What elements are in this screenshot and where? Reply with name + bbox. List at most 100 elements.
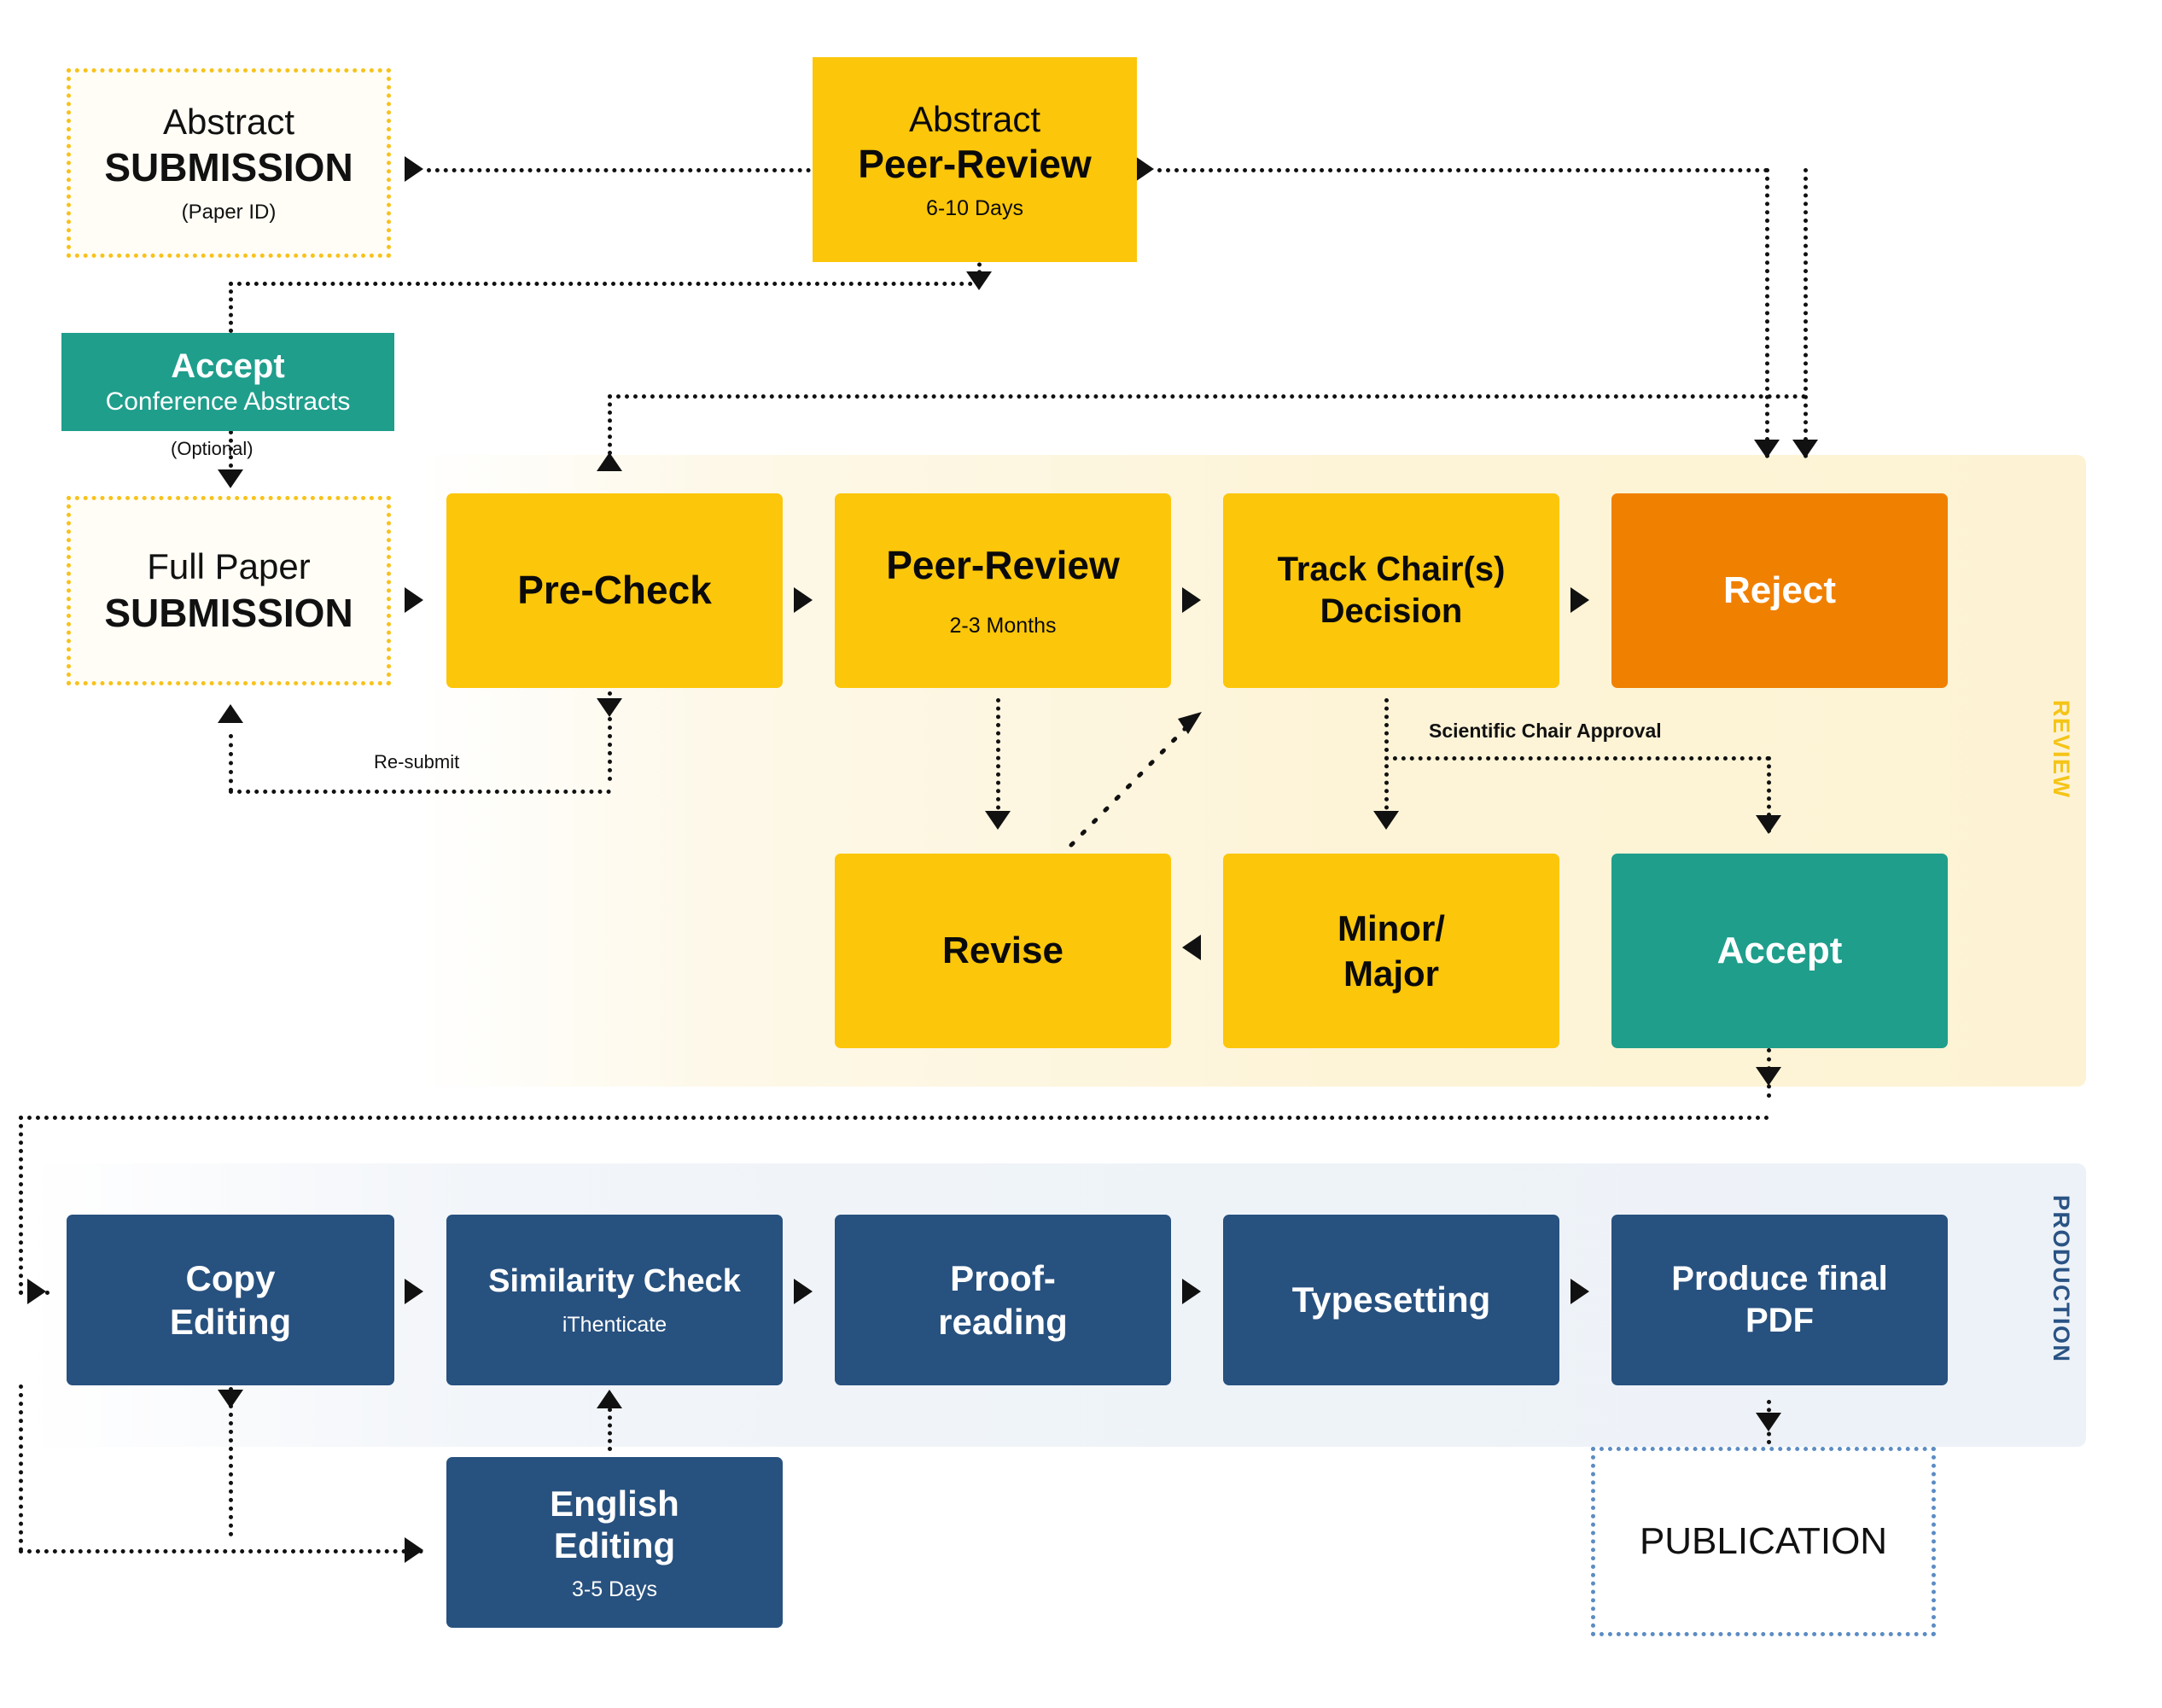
node-typesetting-line1: Typesetting xyxy=(1291,1280,1491,1320)
node-abstract-peer-review[interactable]: Abstract Peer-Review 6-10 Days xyxy=(813,57,1137,262)
node-publication-line1: PUBLICATION xyxy=(1639,1520,1888,1563)
node-similarity-check-line1: Similarity Check xyxy=(488,1262,741,1299)
arrow-track-chairs-to-reject xyxy=(1571,587,1589,613)
node-pre-check[interactable]: Pre-Check xyxy=(446,493,783,688)
node-full-paper-submission-line1: Full Paper xyxy=(147,545,311,586)
node-full-paper-submission[interactable]: Full Paper SUBMISSION xyxy=(67,496,391,685)
arrow-to-reject-from-abstract xyxy=(1754,440,1780,458)
node-copy-editing[interactable]: Copy Editing xyxy=(67,1215,394,1385)
edge-abstract-peer-review-right xyxy=(1157,168,1769,172)
node-track-chairs-decision[interactable]: Track Chair(s) Decision xyxy=(1223,493,1559,688)
node-track-chairs-decision-line2: Decision xyxy=(1320,592,1463,630)
node-abstract-submission-line1: Abstract xyxy=(162,101,295,142)
arrow-full-paper-to-pre-check xyxy=(405,587,423,613)
node-publication[interactable]: PUBLICATION xyxy=(1591,1447,1936,1636)
node-abstract-submission[interactable]: Abstract SUBMISSION (Paper ID) xyxy=(67,68,391,258)
node-accept-conference-abstracts[interactable]: Accept Conference Abstracts xyxy=(61,333,394,431)
node-english-editing-line2: Editing xyxy=(553,1525,676,1565)
arrow-peer-review-out xyxy=(1135,156,1154,182)
edge-label-resubmit: Re-submit xyxy=(374,751,460,772)
arrow-copy-editing-to-similarity-check xyxy=(405,1279,423,1304)
node-english-editing-sub: 3-5 Days xyxy=(571,1577,658,1602)
arrow-into-english-editing xyxy=(405,1537,423,1563)
node-abstract-peer-review-line2: Peer-Review xyxy=(858,141,1092,186)
edge-label-optional: (Optional) xyxy=(171,438,253,459)
node-accept-conference-abstracts-line2: Conference Abstracts xyxy=(105,388,351,417)
arrow-peer-review-to-track-chairs xyxy=(1182,587,1201,613)
edge-english-editing-up xyxy=(608,1400,612,1451)
node-minor-major[interactable]: Minor/ Major xyxy=(1223,854,1559,1048)
node-peer-review-sub: 2-3 Months xyxy=(949,613,1057,638)
edge-peer-review-to-revise xyxy=(996,698,1000,826)
arrow-optional-down xyxy=(218,469,243,488)
node-english-editing[interactable]: English Editing 3-5 Days xyxy=(446,1457,783,1628)
arrow-typesetting-to-produce-pdf xyxy=(1571,1279,1589,1304)
node-full-paper-submission-line2: SUBMISSION xyxy=(104,590,353,635)
arrow-track-chairs-to-minor-major xyxy=(1373,811,1399,830)
arrow-pre-check-down xyxy=(597,698,622,717)
edge-abstract-peer-review-down-to-reject xyxy=(1765,168,1769,458)
edge-copy-editing-down xyxy=(229,1387,233,1536)
node-similarity-check-sub: iThenticate xyxy=(562,1313,667,1338)
node-accept[interactable]: Accept xyxy=(1611,854,1948,1048)
arrow-pre-check-to-peer-review xyxy=(794,587,813,613)
arrow-into-copy-editing xyxy=(27,1279,46,1304)
arrow-up-into-pre-check xyxy=(597,452,622,471)
node-similarity-check[interactable]: Similarity Check iThenticate xyxy=(446,1215,783,1385)
node-minor-major-line2: Major xyxy=(1343,953,1439,994)
edge-left-rail-to-english-editing xyxy=(19,1384,23,1552)
arrow-abstract-submission-to-peer-review xyxy=(405,156,423,182)
arrow-resubmit-up xyxy=(218,704,243,723)
node-reject-line1: Reject xyxy=(1722,569,1837,612)
arrow-english-editing-up xyxy=(597,1390,622,1408)
review-band-label: REVIEW xyxy=(2048,700,2074,799)
edge-accept-to-full-paper xyxy=(229,430,233,468)
edge-revise-diagonal-to-peer-review xyxy=(1069,712,1202,848)
edge-to-english-editing-horizontal xyxy=(19,1549,423,1554)
edge-accept-to-copy-editing-vertical xyxy=(19,1116,23,1295)
node-peer-review[interactable]: Peer-Review 2-3 Months xyxy=(835,493,1171,688)
node-proof-reading[interactable]: Proof- reading xyxy=(835,1215,1171,1385)
node-revise-line1: Revise xyxy=(942,930,1064,972)
edge-track-chairs-to-minor-major xyxy=(1384,698,1389,826)
edge-label-scientific-chair-approval: Scientific Chair Approval xyxy=(1429,720,1662,742)
edge-into-accept-abstracts xyxy=(229,282,233,333)
arrow-copy-editing-down xyxy=(218,1390,243,1408)
node-proof-reading-line1: Proof- xyxy=(950,1257,1056,1298)
edge-accept-to-production-horizontal xyxy=(19,1116,1770,1120)
node-abstract-peer-review-line1: Abstract xyxy=(908,98,1041,139)
arrow-similarity-check-to-proof-reading xyxy=(794,1279,813,1304)
edge-secondary-down-to-reject xyxy=(1804,168,1808,458)
edge-return-to-pre-check-vertical xyxy=(608,394,612,471)
node-produce-final-pdf-line1: Produce final xyxy=(1671,1260,1888,1298)
node-accept-conference-abstracts-line1: Accept xyxy=(171,347,285,386)
node-pre-check-line1: Pre-Check xyxy=(517,568,712,613)
node-copy-editing-line2: Editing xyxy=(169,1302,292,1342)
node-abstract-peer-review-sub: 6-10 Days xyxy=(926,196,1023,221)
edge-abstract-peer-review-down xyxy=(977,248,982,282)
node-proof-reading-line2: reading xyxy=(938,1302,1068,1342)
arrow-scientific-chair-approval-down xyxy=(1756,815,1781,834)
node-revise[interactable]: Revise xyxy=(835,854,1171,1048)
node-copy-editing-line1: Copy xyxy=(185,1257,276,1298)
arrow-peer-review-to-revise xyxy=(985,811,1011,830)
node-reject[interactable]: Reject xyxy=(1611,493,1948,688)
node-peer-review-line1: Peer-Review xyxy=(886,543,1120,588)
arrow-accept-down xyxy=(1756,1067,1781,1086)
node-abstract-submission-sub: (Paper ID) xyxy=(181,201,277,224)
production-band-label: PRODUCTION xyxy=(2048,1195,2074,1363)
node-abstract-submission-line2: SUBMISSION xyxy=(104,144,353,189)
arrow-proof-reading-to-typesetting xyxy=(1182,1279,1201,1304)
edge-abstract-peer-review-to-accept-left xyxy=(229,282,982,286)
node-produce-final-pdf[interactable]: Produce final PDF xyxy=(1611,1215,1948,1385)
node-accept-line1: Accept xyxy=(1716,930,1843,972)
arrow-produce-pdf-to-publication xyxy=(1756,1413,1781,1431)
node-produce-final-pdf-line2: PDF xyxy=(1745,1302,1814,1339)
edge-abstract-submission-to-peer-review xyxy=(427,168,811,172)
arrow-to-reject-second xyxy=(1792,440,1818,458)
node-typesetting[interactable]: Typesetting xyxy=(1223,1215,1559,1385)
edge-scientific-chair-approval-horizontal xyxy=(1384,756,1770,761)
node-english-editing-line1: English xyxy=(550,1483,679,1524)
edge-return-to-pre-check-horizontal xyxy=(608,394,1807,399)
